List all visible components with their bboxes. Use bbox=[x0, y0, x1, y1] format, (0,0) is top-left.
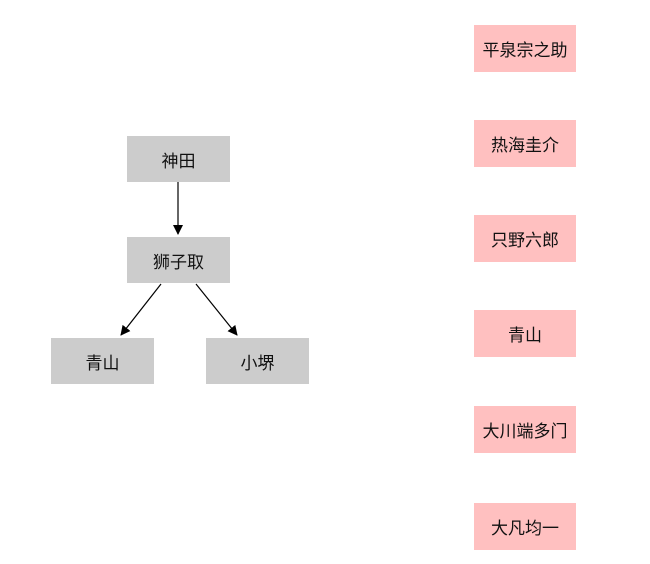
edge-shishitori-to-kosakai bbox=[195, 283, 238, 336]
list-item: 平泉宗之助 bbox=[474, 25, 576, 72]
tree-node-kosakai: 小堺 bbox=[206, 338, 309, 384]
list-item: 青山 bbox=[474, 310, 576, 357]
edge-shishitori-to-aoyama bbox=[120, 283, 162, 336]
tree-node-kanda: 神田 bbox=[127, 136, 230, 182]
list-item: 大凡均一 bbox=[474, 503, 576, 550]
list-item: 热海圭介 bbox=[474, 120, 576, 167]
list-item: 大川端多门 bbox=[474, 406, 576, 453]
list-item: 只野六郎 bbox=[474, 215, 576, 262]
tree-node-aoyama: 青山 bbox=[51, 338, 154, 384]
tree-node-shishitori: 狮子取 bbox=[127, 237, 230, 283]
